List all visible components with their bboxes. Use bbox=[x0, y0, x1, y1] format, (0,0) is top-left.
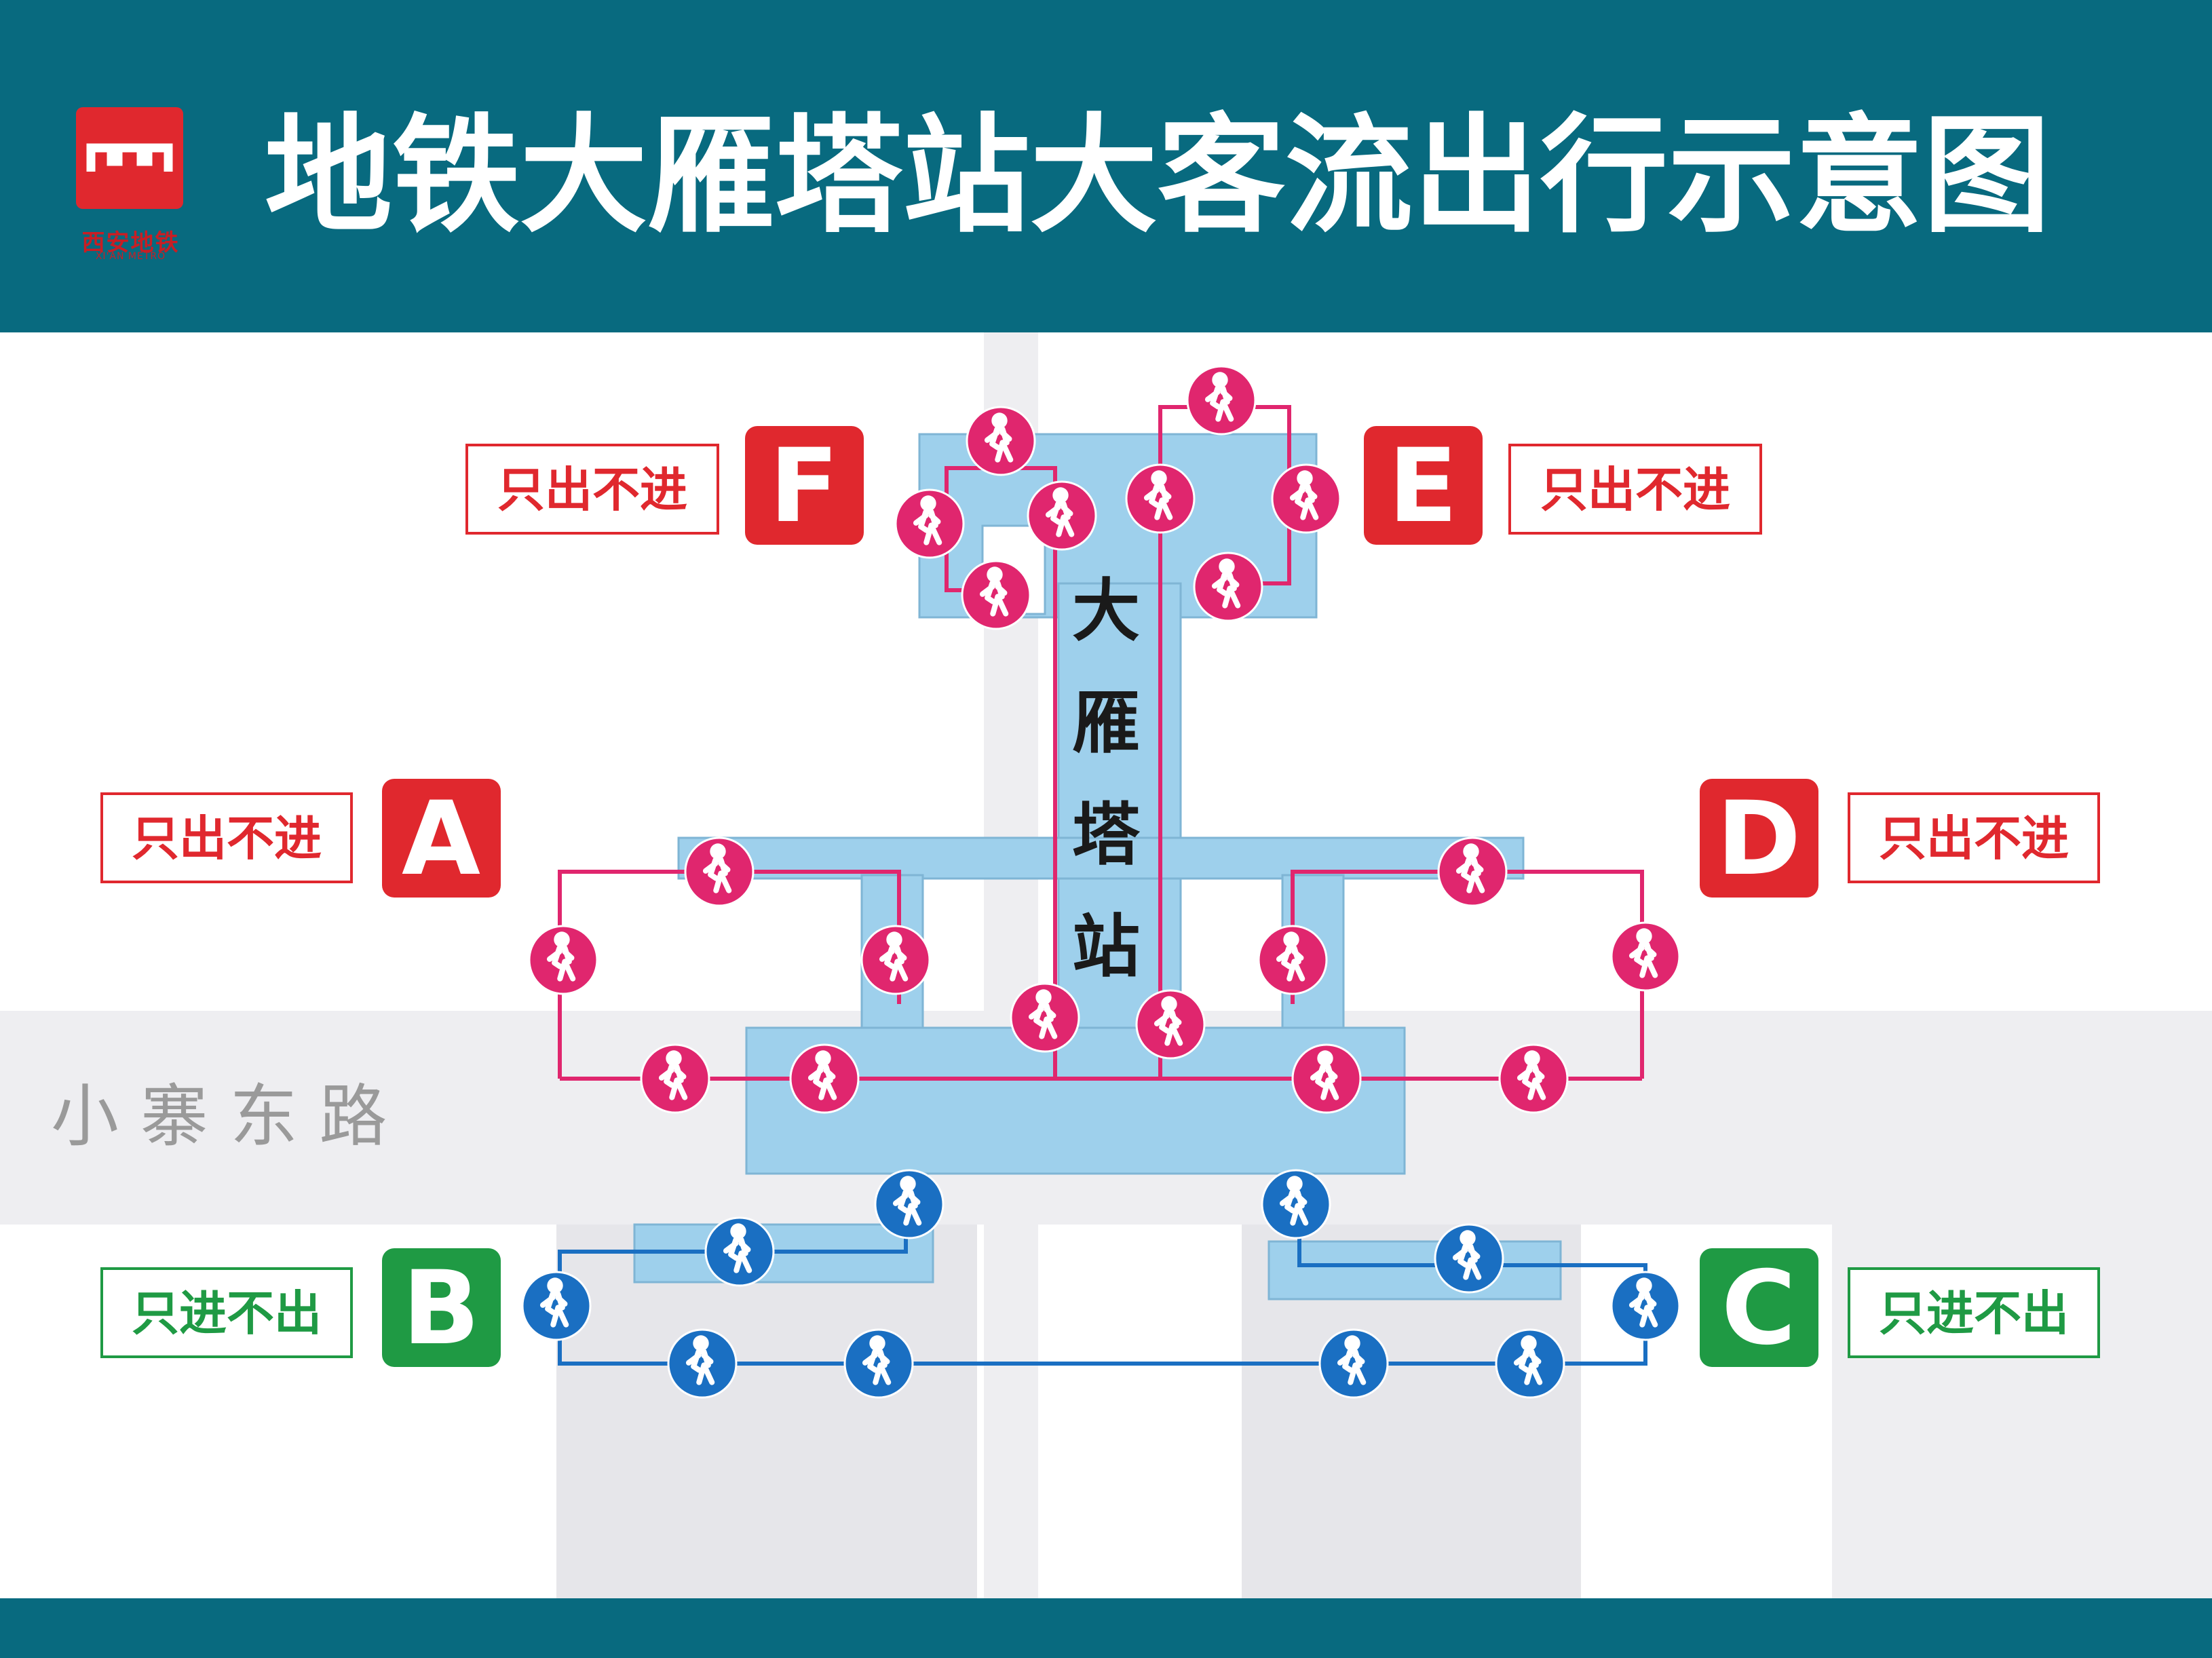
exit-rule-label-f: 只出不进 bbox=[465, 444, 719, 535]
pedestrian-icon bbox=[1261, 1169, 1331, 1239]
exit-badge-d: D bbox=[1700, 779, 1818, 898]
entry-routes bbox=[558, 1191, 1647, 1366]
exit-rule-text: 只进不出 bbox=[1879, 1286, 2069, 1341]
exit-rule-text: 只出不进 bbox=[497, 462, 687, 518]
pedestrian-icon bbox=[528, 925, 598, 995]
road-label: 小 寨 东 路 bbox=[51, 1077, 387, 1156]
pedestrian-icon bbox=[1610, 1271, 1681, 1341]
pedestrian-icon bbox=[1318, 1328, 1389, 1399]
pedestrian-icon bbox=[684, 836, 755, 907]
exit-labels: F 只出不进 E 只出不进 A 只出不进 D 只出不进 B 只进不出 C 只进不出 bbox=[100, 426, 2100, 1368]
header-bar: 西安地铁 XI'AN METRO 地铁大雁塔站大客流出行示意图 bbox=[0, 0, 2212, 332]
pedestrian-icon bbox=[843, 1328, 914, 1399]
exit-badge-f: F bbox=[745, 426, 864, 545]
pedestrian-icon bbox=[521, 1271, 592, 1341]
exit-rule-text: 只出不进 bbox=[132, 811, 322, 866]
pedestrian-icon bbox=[1193, 552, 1263, 622]
exit-pedestrian-markers bbox=[528, 365, 1681, 1114]
exit-letter: B bbox=[402, 1250, 480, 1368]
exit-letter: C bbox=[1721, 1250, 1796, 1368]
exit-badge-b: B bbox=[382, 1248, 501, 1368]
pedestrian-icon bbox=[1434, 1223, 1504, 1294]
exit-badge-e: E bbox=[1364, 426, 1483, 545]
station-char: 站 bbox=[1072, 907, 1140, 986]
pedestrian-icon bbox=[1125, 463, 1196, 534]
pedestrian-icon bbox=[1186, 365, 1257, 436]
pedestrian-icon bbox=[1437, 836, 1508, 907]
exit-letter: A bbox=[402, 780, 480, 898]
exit-badge-a: A bbox=[382, 779, 501, 898]
station-char: 雁 bbox=[1072, 683, 1140, 763]
exit-rule-label-b: 只进不出 bbox=[100, 1267, 353, 1358]
exit-rule-label-e: 只出不进 bbox=[1508, 444, 1762, 535]
station-name: 大 雁 塔 站 bbox=[1072, 571, 1141, 986]
pedestrian-icon bbox=[860, 925, 931, 995]
pedestrian-icon bbox=[1610, 921, 1681, 992]
exit-rule-text: 只出不进 bbox=[1879, 811, 2069, 866]
exit-letter: F bbox=[769, 427, 839, 545]
exit-rule-label-a: 只出不进 bbox=[100, 792, 353, 883]
page-title: 地铁大雁塔站大客流出行示意图 bbox=[265, 102, 2051, 250]
station-char: 塔 bbox=[1072, 795, 1141, 874]
exit-badge-c: C bbox=[1700, 1248, 1818, 1368]
pedestrian-icon bbox=[1135, 989, 1206, 1060]
pedestrian-icon bbox=[874, 1169, 945, 1239]
pedestrian-icon bbox=[789, 1043, 860, 1114]
exit-rule-text: 只出不进 bbox=[1540, 462, 1730, 518]
exit-rule-label-d: 只出不进 bbox=[1848, 792, 2100, 883]
metro-logo-icon bbox=[76, 107, 183, 209]
pedestrian-icon bbox=[961, 560, 1031, 630]
pedestrian-icon bbox=[1495, 1328, 1565, 1399]
exit-letter: E bbox=[1388, 427, 1457, 545]
pedestrian-icon bbox=[704, 1216, 775, 1287]
entry-pedestrian-markers bbox=[521, 1169, 1681, 1399]
pedestrian-icon bbox=[1498, 1043, 1569, 1114]
pedestrian-icon bbox=[1010, 982, 1080, 1053]
exit-rule-text: 只进不出 bbox=[132, 1286, 322, 1341]
station-char: 大 bbox=[1072, 571, 1140, 651]
exit-letter: D bbox=[1717, 780, 1801, 898]
pedestrian-icon bbox=[894, 488, 965, 559]
pedestrian-icon bbox=[1291, 1043, 1362, 1114]
pedestrian-icon bbox=[667, 1328, 738, 1399]
logo-subtitle: XI'AN METRO bbox=[95, 251, 166, 262]
pedestrian-icon bbox=[640, 1043, 710, 1114]
logo-name: 西安地铁 bbox=[81, 229, 180, 256]
exit-rule-label-c: 只进不出 bbox=[1848, 1267, 2100, 1358]
pedestrian-icon bbox=[1271, 463, 1341, 534]
footer-bar bbox=[0, 1598, 2212, 1658]
pedestrian-icon bbox=[1257, 925, 1328, 995]
pedestrian-icon bbox=[966, 406, 1036, 476]
pedestrian-icon bbox=[1027, 480, 1097, 551]
